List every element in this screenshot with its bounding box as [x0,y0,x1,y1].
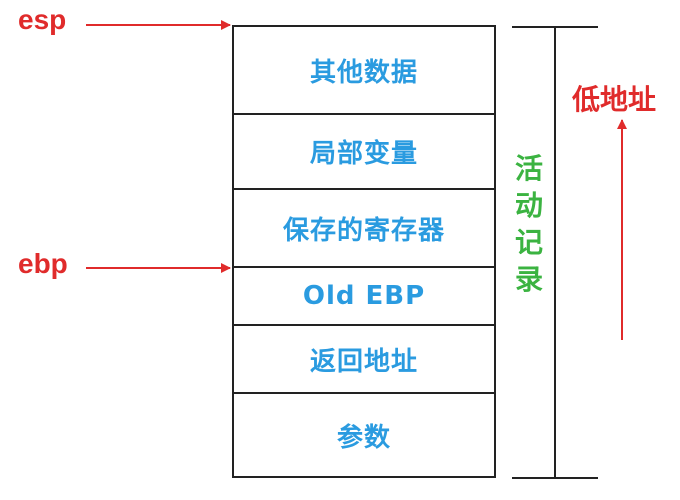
activation-record-label: 活动记录 [512,150,546,298]
stack-cell-return-address: 返回地址 [234,326,494,394]
stack-cell-old-ebp: Old EBP [234,268,494,326]
stack-cell-saved-registers: 保存的寄存器 [234,190,494,268]
esp-label: esp [18,4,67,35]
stack-cell-local-variables: 局部变量 [234,115,494,190]
stack-frame: 其他数据 局部变量 保存的寄存器 Old EBP 返回地址 参数 [232,25,496,478]
low-address-label: 低地址 [572,83,657,116]
activation-record-bracket [512,26,598,479]
stack-cell-arguments: 参数 [336,422,391,453]
ebp-label: ebp [18,248,68,279]
stack-cell-other-data: 其他数据 [234,27,494,115]
